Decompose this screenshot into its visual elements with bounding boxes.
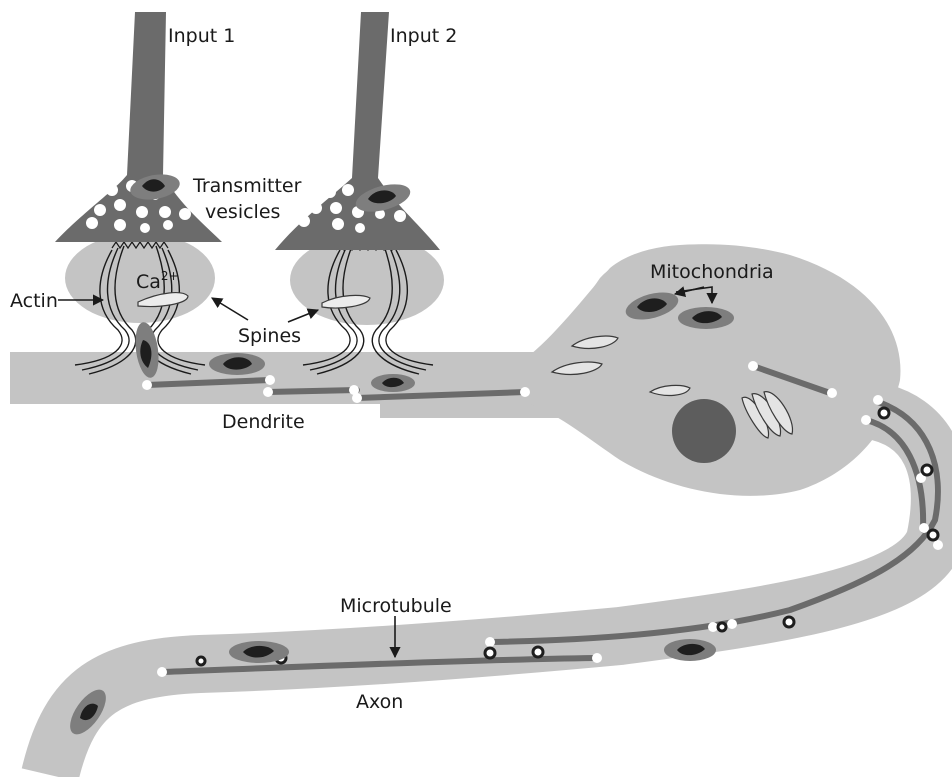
label-dendrite: Dendrite <box>222 411 305 433</box>
mitochondrion <box>229 641 289 663</box>
mitochondrion <box>678 307 734 329</box>
label-spines: Spines <box>238 325 301 347</box>
label-input-2: Input 2 <box>390 25 457 47</box>
label-mitochondria: Mitochondria <box>650 261 774 283</box>
mitochondrion <box>209 353 265 375</box>
label-calcium-charge: 2+ <box>161 269 179 283</box>
label-vesicles: vesicles <box>205 201 280 223</box>
microtubule-dendrite-2 <box>268 390 357 392</box>
label-axon: Axon <box>356 691 403 713</box>
mitochondrion <box>664 639 716 661</box>
label-microtubule: Microtubule <box>340 595 452 617</box>
neuron-cytoplasm <box>10 244 940 775</box>
label-input-1: Input 1 <box>168 25 235 47</box>
label-actin: Actin <box>10 290 58 312</box>
mitochondrion <box>371 374 415 392</box>
nucleus <box>672 399 736 463</box>
label-transmitter: Transmitter <box>192 175 302 197</box>
spines-arrow-left <box>212 298 248 320</box>
label-calcium-base: Ca <box>136 271 161 293</box>
spines-arrow-right <box>288 310 318 322</box>
